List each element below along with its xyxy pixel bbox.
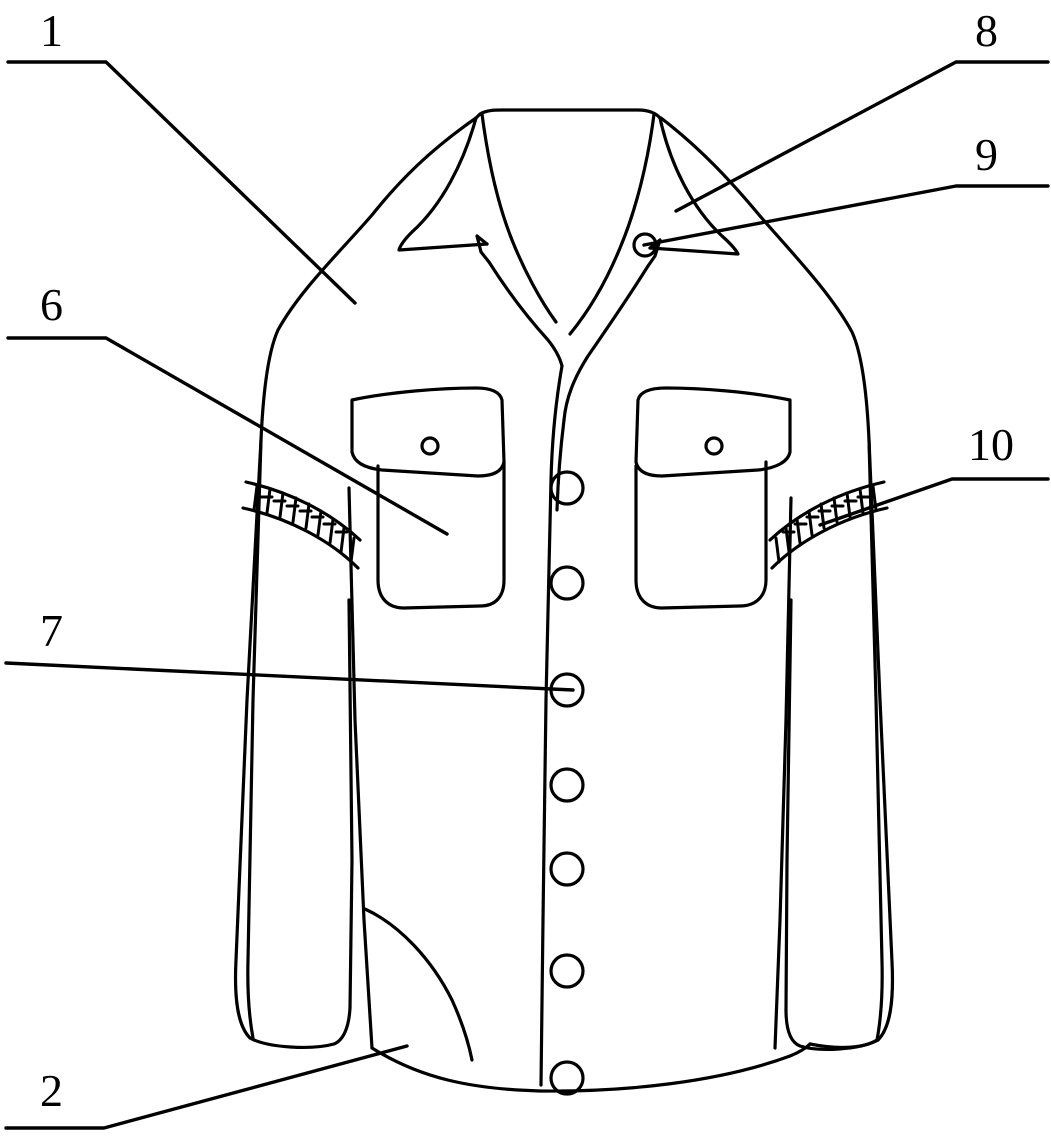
leader-line-10	[818, 477, 1050, 527]
bottom-hem-right-part	[808, 1038, 879, 1050]
left-pocket-flap	[350, 386, 506, 478]
left-lapel-front-edge	[487, 260, 564, 368]
right-pocket-flap	[634, 386, 792, 478]
right-pocket-button-icon	[704, 436, 724, 456]
bottom-hem	[370, 1042, 812, 1093]
left-zipper-teeth	[252, 484, 356, 564]
collar-left-roll-line	[480, 112, 558, 324]
left-pocket-body	[376, 460, 506, 610]
placket-button-icon-2	[549, 565, 585, 601]
callout-label-9: 9	[975, 129, 998, 180]
callout-label-7: 7	[40, 605, 63, 656]
callout-label-10: 10	[968, 419, 1014, 470]
left-sleeve-cuff	[248, 1006, 352, 1049]
right-torso-side-seam	[773, 496, 793, 1050]
placket-button-icon-7	[549, 1060, 585, 1096]
right-pocket-body	[634, 460, 768, 610]
collar-left-leaf-outer	[397, 116, 489, 252]
leader-line-8	[674, 60, 1050, 213]
right-zipper-rail-bottom	[770, 506, 889, 570]
left-zipper-rail-bottom	[241, 506, 360, 570]
callout-label-6: 6	[40, 279, 63, 330]
placket-button-icon-5	[549, 851, 585, 887]
front-placket-line	[539, 364, 564, 1087]
collar-stand	[474, 108, 662, 120]
left-torso-side-seam	[347, 486, 374, 1050]
collar-left-leaf-notch	[475, 234, 491, 264]
leader-line-1	[6, 60, 357, 305]
left-pocket-button-icon	[420, 436, 440, 456]
right-zipper-teeth	[774, 484, 878, 564]
front-placket-line-right	[555, 418, 566, 512]
collar-button-icon	[632, 232, 658, 258]
right-sleeve-outer-edge	[867, 438, 895, 1042]
callout-label-1: 1	[40, 5, 63, 56]
right-lapel-front-edge	[562, 264, 650, 422]
placket-button-icon-1	[549, 470, 585, 506]
side-vent-curve	[363, 907, 474, 1062]
placket-buttons	[549, 470, 585, 1096]
leader-line-7	[4, 661, 575, 692]
placket-button-icon-3	[549, 672, 585, 708]
leader-line-9	[642, 184, 1050, 247]
left-sleeve-inner-edge	[347, 598, 354, 1010]
left-body-outline	[246, 116, 478, 1040]
placket-button-icon-4	[549, 767, 585, 803]
callout-label-2: 2	[40, 1065, 63, 1116]
leader-line-6	[6, 336, 449, 536]
placket-button-icon-6	[549, 953, 585, 989]
callout-label-8: 8	[975, 5, 998, 56]
collar-right-roll-line	[568, 112, 656, 336]
leader-line-2	[4, 1044, 409, 1130]
right-body-outline	[659, 116, 884, 1042]
right-sleeve-inner-edge	[784, 598, 793, 1012]
left-sleeve-outer-edge	[233, 438, 263, 1040]
right-sleeve-cuff	[784, 1008, 880, 1051]
callout-leader-lines	[4, 60, 1050, 1130]
